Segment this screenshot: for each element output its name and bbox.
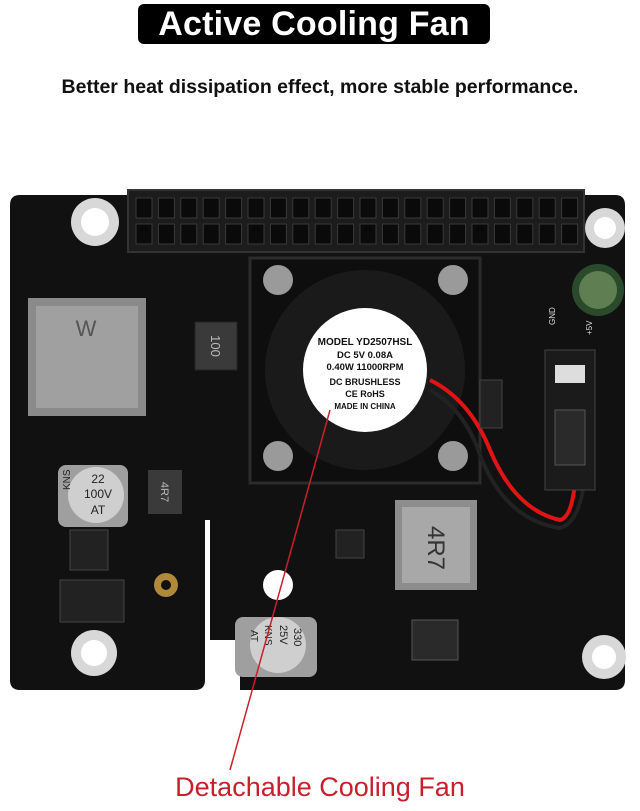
cap-bottom-line2: 330 — [291, 628, 303, 646]
mounting-hole — [582, 635, 626, 679]
gpio-pin-socket — [561, 197, 579, 219]
mounting-hole — [71, 198, 119, 246]
gpio-pin-socket — [449, 223, 467, 245]
inductor-small-label: 100 — [208, 335, 223, 357]
gpio-pin-socket — [359, 223, 377, 245]
gpio-pin-socket — [471, 223, 489, 245]
pin-gnd-label: GND — [548, 307, 557, 325]
connector-pin — [555, 365, 585, 383]
gpio-pin-socket — [538, 197, 556, 219]
fan-label-line3: 0.40W 11000RPM — [326, 362, 403, 373]
cap-bottom-line1: 25V — [277, 625, 289, 645]
gpio-pin-socket — [404, 223, 422, 245]
electrolytic-cap-bottom: KNS 25V 330 AT — [235, 617, 317, 677]
gpio-pin-socket — [269, 197, 287, 219]
gpio-pin-socket — [269, 223, 287, 245]
page-subtitle: Better heat dissipation effect, more sta… — [61, 76, 579, 98]
cap-left-line3: AT — [91, 503, 106, 517]
pin-5v-label: +5V — [585, 320, 594, 335]
header-pins-small — [59, 579, 125, 623]
mounting-hole — [71, 630, 117, 676]
gpio-pin-socket — [157, 223, 175, 245]
ic-chip — [411, 619, 459, 661]
electrolytic-cap-left: KNS 22 100V AT — [58, 465, 128, 527]
gpio-pin-socket — [247, 197, 265, 219]
fan-label-line5: CE RoHS — [345, 389, 385, 399]
gpio-pin-socket — [247, 223, 265, 245]
inductor-large: 4R7 — [395, 500, 477, 590]
page-title: Active Cooling Fan — [158, 5, 470, 43]
gpio-pin-socket — [404, 197, 422, 219]
gpio-pin-socket — [180, 197, 198, 219]
gpio-pin-socket — [449, 197, 467, 219]
gpio-pin-socket — [426, 197, 444, 219]
gpio-pin-socket — [538, 223, 556, 245]
gpio-pin-socket — [314, 197, 332, 219]
fan-label-line2: DC 5V 0.08A — [337, 350, 393, 361]
cap-left-line1: 22 — [91, 472, 105, 486]
gpio-pin-socket — [225, 223, 243, 245]
gpio-pin-socket — [292, 223, 310, 245]
fan-label-line4: DC BRUSHLESS — [329, 377, 400, 387]
mounting-hole — [585, 208, 625, 248]
gpio-pin-socket — [180, 223, 198, 245]
fan-screw — [438, 441, 468, 471]
gpio-pin-socket — [157, 197, 175, 219]
title-badge: Active Cooling Fan — [138, 4, 490, 44]
gpio-pins — [135, 197, 579, 245]
gpio-pin-socket — [359, 197, 377, 219]
gpio-pin-socket — [426, 223, 444, 245]
gpio-pin-socket — [381, 197, 399, 219]
ic-chip — [69, 529, 109, 571]
gpio-pin-socket — [314, 223, 332, 245]
ic-chip — [335, 529, 365, 559]
gpio-pin-socket — [225, 197, 243, 219]
gpio-pin-socket — [471, 197, 489, 219]
board-cutout-hole — [263, 570, 293, 600]
gpio-pin-socket — [135, 197, 153, 219]
gpio-pin-socket — [516, 223, 534, 245]
fan-screw — [263, 265, 293, 295]
gpio-pin-socket — [561, 223, 579, 245]
gpio-pin-socket — [292, 197, 310, 219]
gpio-pin-socket — [202, 223, 220, 245]
gpio-pin-socket — [135, 223, 153, 245]
fan-wire-red — [429, 378, 578, 523]
fan-label-line6: MADE IN CHINA — [334, 402, 396, 411]
inductor-side: 4R7 — [148, 470, 182, 514]
ic-chip — [479, 379, 503, 429]
fan-label-disc — [303, 308, 427, 432]
electrolytic-cap-green — [572, 264, 624, 316]
fan-wire-black — [429, 388, 589, 531]
fan-label-line1: MODEL YD2507HSL — [318, 337, 413, 348]
inductor-side-label: 4R7 — [158, 482, 170, 502]
cap-bottom-line3: AT — [248, 630, 259, 642]
gpio-pin-socket — [516, 197, 534, 219]
cooling-fan: MODEL YD2507HSL DC 5V 0.08A 0.40W 11000R… — [248, 256, 482, 485]
cap-left-line2: 100V — [84, 487, 112, 501]
brass-pad-center — [161, 580, 171, 590]
gpio-pin-socket — [337, 197, 355, 219]
gpio-pin-socket — [381, 223, 399, 245]
caption: Detachable Cooling Fan — [175, 772, 465, 802]
gpio-pin-socket — [202, 197, 220, 219]
inductor-large-label: 4R7 — [422, 526, 449, 570]
inductor-small: 100 — [194, 321, 238, 371]
transformer: W — [28, 298, 146, 416]
gpio-pin-socket — [337, 223, 355, 245]
caption-pointer-line — [229, 409, 331, 771]
fan-screw — [263, 441, 293, 471]
cap-left-brand: KNS — [62, 469, 73, 490]
gpio-pin-socket — [493, 197, 511, 219]
gpio-pin-socket — [493, 223, 511, 245]
connector-housing — [554, 409, 586, 466]
transformer-mark: W — [76, 316, 97, 341]
fan-screw — [438, 265, 468, 295]
